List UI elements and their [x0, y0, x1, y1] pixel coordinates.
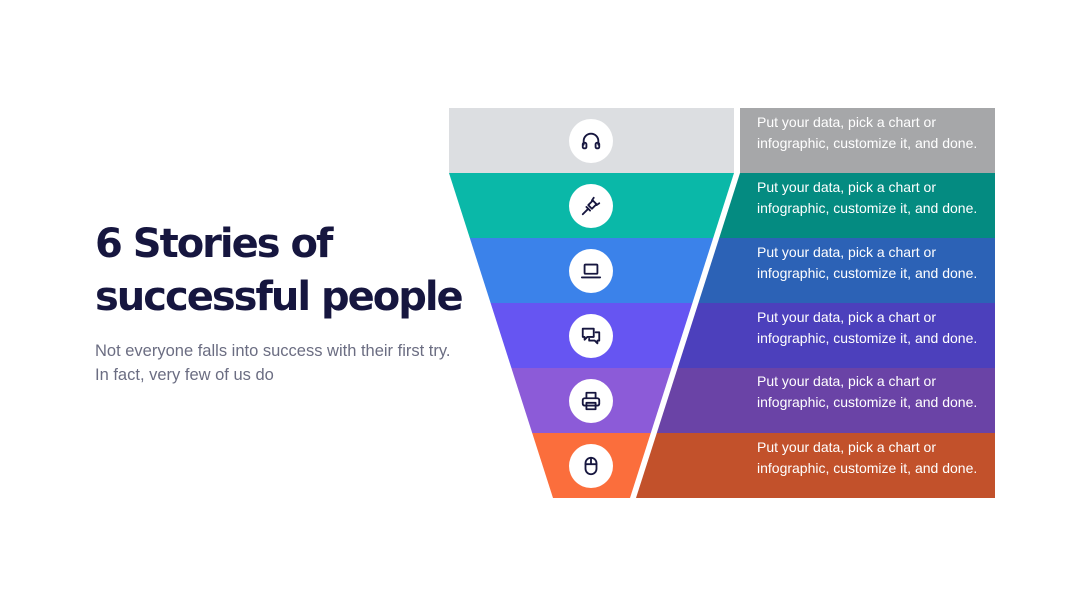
chat-icon [569, 314, 613, 358]
text-panel-3 [698, 238, 995, 303]
text-panel-4 [677, 303, 995, 368]
text-panel-6 [636, 433, 995, 498]
level-2-text: Put your data, pick a chart or infograph… [757, 179, 978, 216]
level-1-text: Put your data, pick a chart or infograph… [757, 114, 978, 151]
laptop-icon [569, 249, 613, 293]
text-panel-1 [740, 108, 995, 173]
level-3-text: Put your data, pick a chart or infograph… [757, 244, 978, 281]
printer-icon [569, 379, 613, 423]
slide-subtitle: Not everyone falls into success with the… [95, 342, 451, 384]
slide-title: 6 Stories of successful people [95, 221, 464, 320]
plug-icon [569, 184, 613, 228]
funnel-text-panels [636, 108, 995, 498]
text-panel-5 [656, 368, 995, 433]
mouse-icon [569, 444, 613, 488]
level-4-text: Put your data, pick a chart or infograph… [757, 309, 978, 346]
level-5-text: Put your data, pick a chart or infograph… [757, 373, 978, 410]
text-panel-2 [719, 173, 995, 238]
level-6-text: Put your data, pick a chart or infograph… [757, 439, 978, 476]
headphones-icon [569, 119, 613, 163]
